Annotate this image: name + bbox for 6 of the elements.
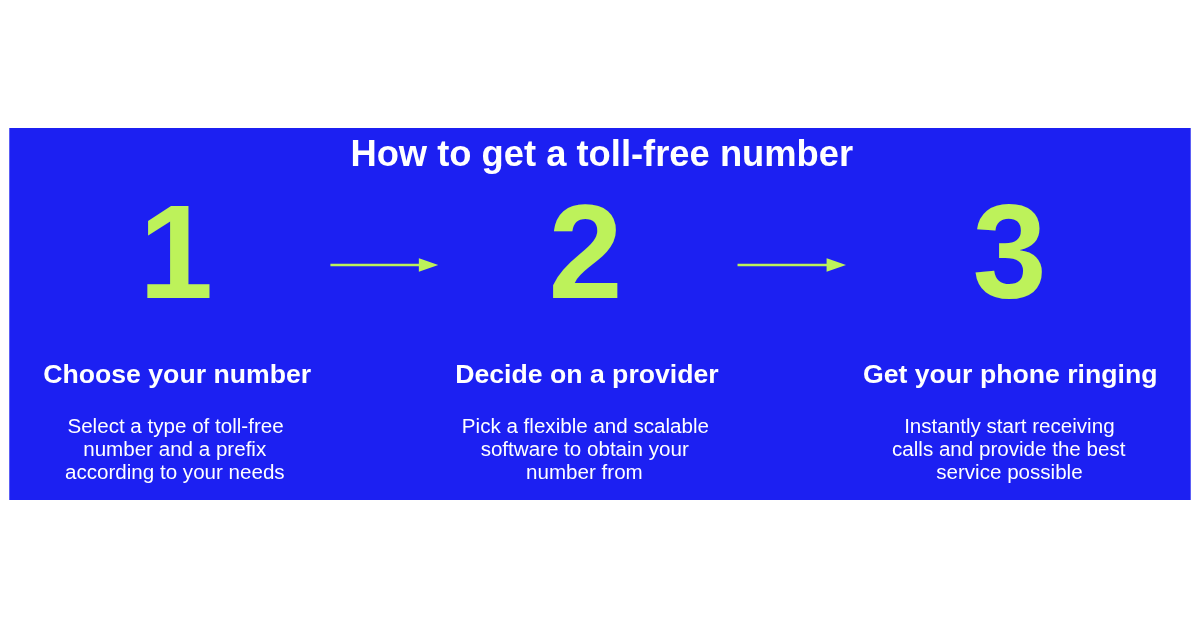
node-text: 3 Get your phone ringing Instantly start receiving calls and provide the best service possible bbox=[862, 176, 1158, 483]
arrow bbox=[737, 258, 846, 272]
diagram-title: How to get a toll-free number bbox=[350, 132, 854, 174]
node-text: 2 Decide on a provider Pick a flexible and scalable software to obtain your number from bbox=[455, 176, 719, 483]
node-text: 1 Choose your number Select a type of toll-free number and a prefix according to your needs bbox=[43, 176, 312, 483]
arrow bbox=[330, 258, 439, 272]
